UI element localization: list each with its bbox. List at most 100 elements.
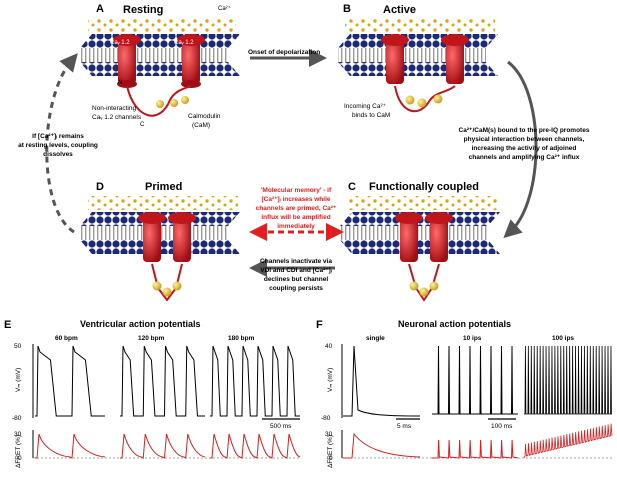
left-arrow-text: If [Ca²⁺]ᵢ remains at resting levels, co… xyxy=(18,133,98,158)
right-text-1: Ca²⁺/CaM(s) bound to the pre-IQ promotes xyxy=(459,127,590,134)
cam-c3 xyxy=(429,281,439,291)
membrane-panel-b xyxy=(338,18,498,76)
c-terminal-b xyxy=(394,85,456,113)
panel-f-letter: F xyxy=(316,319,323,331)
incoming-ca-1: Incoming Ca²⁺ xyxy=(344,103,387,110)
channel-label-left: Caᵥ 1.2 xyxy=(110,40,130,46)
cam-d2 xyxy=(162,287,172,297)
channel-right-d xyxy=(168,212,196,262)
neuronal-fret-10ips xyxy=(432,439,519,459)
membrane-panel-a xyxy=(80,18,240,76)
non-interacting-2: Caᵥ 1.2 channels xyxy=(92,114,142,121)
ventricular-fret-trace-2 xyxy=(120,433,206,459)
cam-d3 xyxy=(172,281,182,291)
inact-text-4: coupling persists xyxy=(269,285,323,292)
neuronal-ap-10ips xyxy=(432,345,518,415)
left-text-2: at resting levels, coupling xyxy=(18,142,98,149)
f-rate-3: 100 ips xyxy=(552,335,574,342)
neuronal-fret-single xyxy=(343,432,421,459)
inactivation-text: Channels inactivate via VDI and CDI and … xyxy=(260,258,332,292)
neuronal-ap-100ips xyxy=(524,345,612,415)
memory-text-1: 'Molecular memory' - if xyxy=(261,187,332,194)
panel-d-title: Primed xyxy=(145,181,182,193)
channel-left-d xyxy=(138,212,166,262)
channel-left-a xyxy=(113,34,141,88)
cam-c1 xyxy=(409,281,419,291)
e-ybottom: -80 xyxy=(12,415,22,422)
e-fret-top: 30 xyxy=(14,431,22,438)
c-terminal-c xyxy=(408,263,440,302)
panel-c-letter: C xyxy=(348,181,356,193)
memory-text-2: [Ca²⁺]ᵢ increases while xyxy=(261,196,330,203)
non-interacting-1: Non-interacting xyxy=(92,105,136,112)
panel-e-title: Ventricular action potentials xyxy=(80,319,201,329)
panel-d-letter: D xyxy=(96,181,104,193)
onset-label: Onset of depolarization xyxy=(248,49,320,56)
f-rate-1: single xyxy=(366,335,385,342)
channel-right-a xyxy=(177,34,205,88)
channel-right-c xyxy=(425,212,453,262)
memory-text: 'Molecular memory' - if [Ca²⁺]ᵢ increase… xyxy=(256,187,337,230)
e-fret-label: ΔFRET (%) xyxy=(15,435,22,468)
f-fret-top: 30 xyxy=(325,431,333,438)
panel-f-title: Neuronal action potentials xyxy=(398,319,511,329)
e-rate-1: 60 bpm xyxy=(55,335,78,342)
e-rate-2: 120 bpm xyxy=(138,335,165,342)
left-text-1: If [Ca²⁺]ᵢ remains xyxy=(32,133,84,140)
c-terminal-a xyxy=(126,85,192,117)
channel-right-b xyxy=(441,34,469,84)
panel-c-title: Functionally coupled xyxy=(369,181,479,193)
cam-label-2: (CaM) xyxy=(192,122,210,129)
cam-c2 xyxy=(419,287,429,297)
inact-text-1: Channels inactivate via xyxy=(260,258,332,265)
inact-text-2: VDI and CDI and [Ca²⁺]ᵢ xyxy=(260,267,332,274)
f-rate-2: 10 ips xyxy=(463,335,482,342)
c-terminal-d xyxy=(151,263,183,302)
f-scale1-label: 5 ms xyxy=(397,423,412,430)
right-arrow-text: Ca²⁺/CaM(s) bound to the pre-IQ promotes… xyxy=(459,127,590,161)
cam-d1 xyxy=(152,281,162,291)
incoming-ca-2: binds to CaM xyxy=(352,112,390,119)
cam-b3 xyxy=(433,94,443,104)
f-ybottom: -80 xyxy=(321,415,331,422)
panel-b-letter: B xyxy=(343,3,351,15)
neuronal-fret-100ips xyxy=(523,423,613,459)
cam-a2 xyxy=(170,99,178,107)
right-text-2: physical interaction between channels, xyxy=(464,136,585,143)
ventricular-ap-trace-2 xyxy=(120,345,205,417)
memory-text-5: immediately xyxy=(277,223,315,230)
panel-a-title: Resting xyxy=(123,4,163,16)
cam-a3 xyxy=(181,96,189,104)
right-text-3: increasing the activity of adjoined xyxy=(472,145,577,152)
memory-text-3: channels are primed, Ca²⁺ xyxy=(256,205,337,212)
ca-label: Ca²⁺ xyxy=(218,5,231,12)
cam-b2 xyxy=(417,98,427,108)
ventricular-ap-trace-1 xyxy=(35,345,105,417)
f-fret-bottom: 0 xyxy=(329,455,333,462)
panel-a-letter: A xyxy=(96,3,104,15)
right-text-4: channels and amplifying Ca²⁺ influx xyxy=(469,154,580,161)
panel-e-letter: E xyxy=(4,319,11,331)
left-text-3: dissolves xyxy=(43,151,73,158)
arrow-d-to-a xyxy=(45,53,78,234)
cam-label-1: Calmodulin xyxy=(188,113,221,120)
e-scale-label: 500 ms xyxy=(270,423,292,430)
n-label: N xyxy=(118,80,122,86)
e-ylabel: Vₘ (mV) xyxy=(15,368,22,392)
f-fret-label: ΔFRET (%) xyxy=(327,435,334,468)
cam-b1 xyxy=(405,95,415,105)
arrow-b-to-c xyxy=(503,60,538,239)
channel-left-c xyxy=(395,212,423,262)
ventricular-fret-trace-3 xyxy=(210,433,301,459)
membrane-panel-c xyxy=(340,196,500,254)
inact-text-3: declines but channel xyxy=(264,276,328,283)
channel-label-right: Caᵥ 1.2 xyxy=(174,40,194,46)
memory-text-4: influx will be amplified xyxy=(261,214,330,221)
f-ylabel: Vₘ (mV) xyxy=(327,368,334,392)
channel-left-b xyxy=(381,34,409,84)
c-label: C xyxy=(140,122,145,128)
ventricular-fret-trace-1 xyxy=(35,433,106,459)
f-scale2-label: 100 ms xyxy=(491,423,513,430)
ventricular-ap-trace-3 xyxy=(210,345,300,417)
